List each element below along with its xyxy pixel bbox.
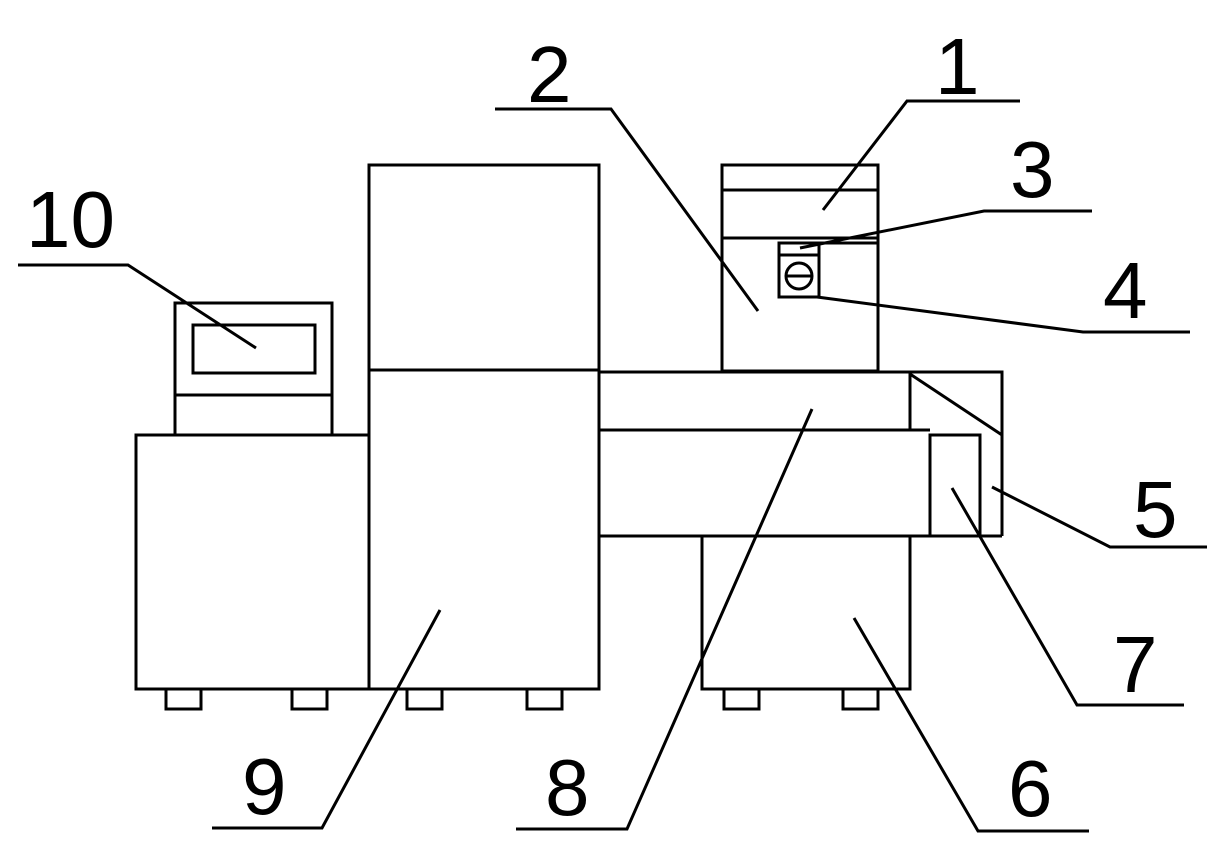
upper-housing — [720, 163, 880, 373]
leader-9 — [212, 609, 442, 830]
leader-3 — [799, 209, 1092, 250]
callout-6: 6 — [1008, 744, 1053, 833]
foot — [290, 687, 329, 711]
sensor-mount — [777, 241, 821, 299]
control-box — [173, 301, 334, 437]
chute-diagonal — [909, 372, 1003, 437]
callout-8: 8 — [545, 743, 590, 832]
callout-4: 4 — [1103, 246, 1148, 335]
control-display-screen — [191, 323, 317, 375]
callout-2: 2 — [527, 30, 572, 119]
callout-5: 5 — [1133, 465, 1178, 554]
leader-5 — [991, 485, 1207, 549]
lower-support — [700, 534, 912, 691]
callout-10: 10 — [26, 175, 115, 264]
foot — [841, 687, 880, 711]
conveyor-channel-top — [599, 370, 1004, 435]
leader-6 — [852, 617, 1089, 833]
tall-cabinet — [367, 163, 601, 691]
callout-9: 9 — [242, 742, 287, 831]
leader-2 — [495, 107, 760, 312]
leader-4 — [816, 295, 1190, 334]
leader-7 — [950, 487, 1184, 707]
leader-10 — [18, 263, 257, 350]
leader-1 — [821, 99, 1020, 211]
leader-8 — [516, 408, 814, 831]
foot — [722, 687, 761, 711]
foot — [164, 687, 203, 711]
left-cabinet — [134, 433, 371, 691]
outlet-box — [928, 433, 982, 538]
foot — [525, 687, 564, 711]
callout-3: 3 — [1010, 125, 1055, 214]
foot — [405, 687, 444, 711]
callout-7: 7 — [1113, 620, 1158, 709]
callout-1: 1 — [935, 22, 980, 111]
